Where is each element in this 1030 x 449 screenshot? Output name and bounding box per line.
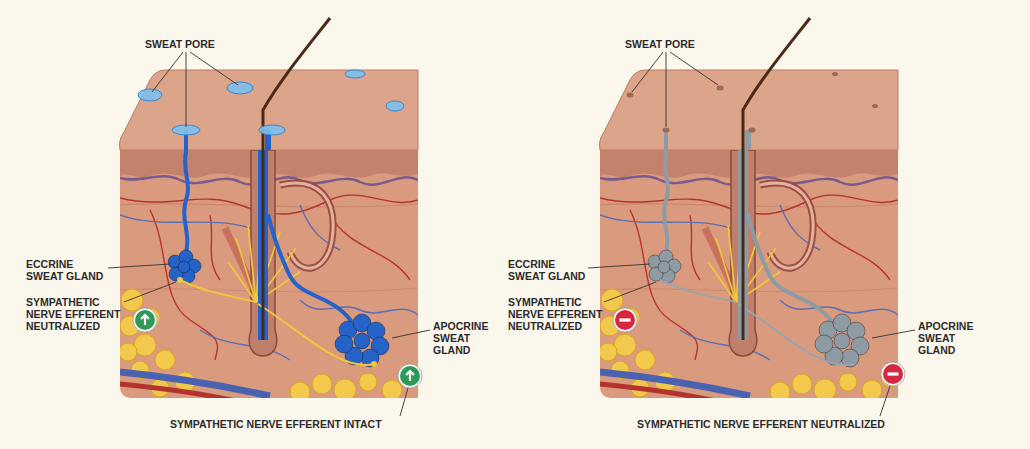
part-label: SYMPATHETIC NERVE EFFERENT NEUTRALIZED [637,418,957,430]
nerve-ending [371,361,377,367]
hair-shaft [743,18,810,340]
active-glands [168,130,389,367]
skin-block [119,70,419,402]
part-label: APOCRINE SWEAT GLAND [918,320,982,356]
part-label: SYMPATHETIC NERVE EFFERENT NEUTRALIZED [26,296,126,332]
blocked-icon [881,362,905,386]
nerve-efferent [180,280,374,365]
hair-shaft [263,18,330,340]
part-label: SYMPATHETIC NERVE EFFERENT NEUTRALIZED [508,296,608,332]
sweat-pore [627,72,879,133]
part-label: SYMPATHETIC NERVE EFFERENT INTACT [170,418,460,430]
part-label: SWEAT PORE [145,38,245,50]
inactive-glands [648,130,869,367]
part-label: ECCRINE SWEAT GLAND [26,258,108,282]
sweat-droplet [138,70,404,135]
nerve-efferent [660,280,854,365]
active-icon [398,364,422,388]
part-label: APOCRINE SWEAT GLAND [433,320,497,356]
leader-line [108,52,915,416]
part-label: SWEAT PORE [625,38,725,50]
skin-block [599,70,899,402]
blocked-icon [613,308,637,332]
active-icon [133,308,157,332]
part-label: ECCRINE SWEAT GLAND [508,258,590,282]
nerve-ending [177,277,183,283]
